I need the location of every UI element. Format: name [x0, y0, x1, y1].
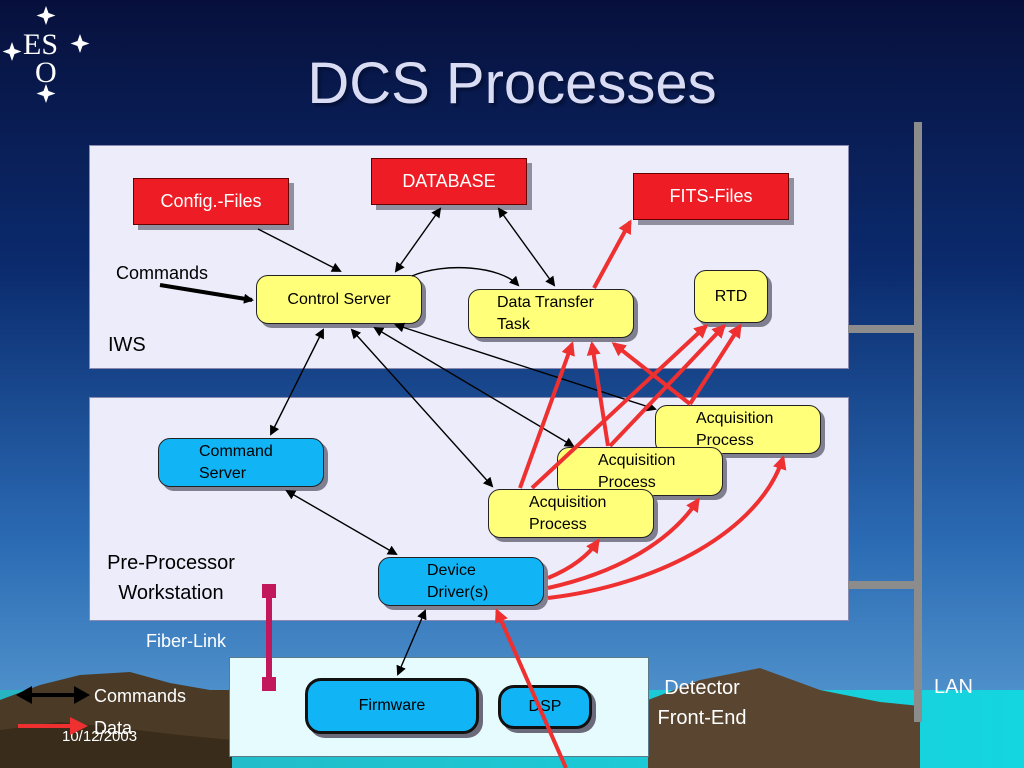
data-transfer-task-node[interactable]: Data Transfer Task [468, 289, 634, 338]
control-server-node[interactable]: Control Server [256, 275, 422, 324]
date-footer: 10/12/2003 [62, 728, 138, 745]
firmware-node[interactable]: Firmware [305, 678, 479, 734]
config-files-box[interactable]: Config.-Files [133, 178, 289, 225]
legend-data-label: Data [94, 718, 133, 738]
svg-text:O: O [35, 56, 57, 89]
device-driver-label: Device Driver(s) [427, 561, 489, 601]
pre-processor-label: Pre-Processor Workstation [107, 552, 235, 604]
iws-label: IWS [108, 334, 146, 356]
lan-label: LAN [934, 676, 973, 698]
logo-letters: ES [23, 28, 58, 61]
fiber-link-label: Fiber-Link [146, 631, 227, 651]
eso-logo: ES O [2, 6, 90, 103]
control-server-label: Control Server [287, 290, 391, 308]
database-box[interactable]: DATABASE [371, 158, 527, 205]
legend-commands-arrow [16, 686, 90, 704]
acquisition-process-label: Acquisition Process [696, 409, 774, 449]
dsp-label: DSP [528, 698, 562, 715]
fits-files-box[interactable]: FITS-Files [633, 173, 789, 220]
device-driver-node[interactable]: Device Driver(s) [378, 557, 544, 606]
firmware-label: Firmware [358, 697, 426, 714]
commands-label: Commands [116, 263, 209, 283]
acquisition-process-label: Acquisition Process [529, 493, 607, 533]
legend-commands-label: Commands [94, 686, 187, 706]
rtd-node[interactable]: RTD [694, 270, 768, 323]
command-server-node[interactable]: Command Server [158, 438, 324, 487]
command-server-label: Command Server [199, 442, 273, 482]
page-title: DCS Processes [307, 51, 717, 116]
acquisition-process-node-front[interactable]: Acquisition Process [488, 489, 654, 538]
dsp-node[interactable]: DSP [498, 685, 592, 729]
acquisition-process-label: Acquisition Process [598, 451, 676, 491]
data-transfer-task-label: Data Transfer Task [497, 293, 594, 333]
lan-bus [848, 122, 922, 722]
detector-front-end-label: Detector Front-End [657, 677, 747, 729]
rtd-label: RTD [714, 287, 748, 305]
